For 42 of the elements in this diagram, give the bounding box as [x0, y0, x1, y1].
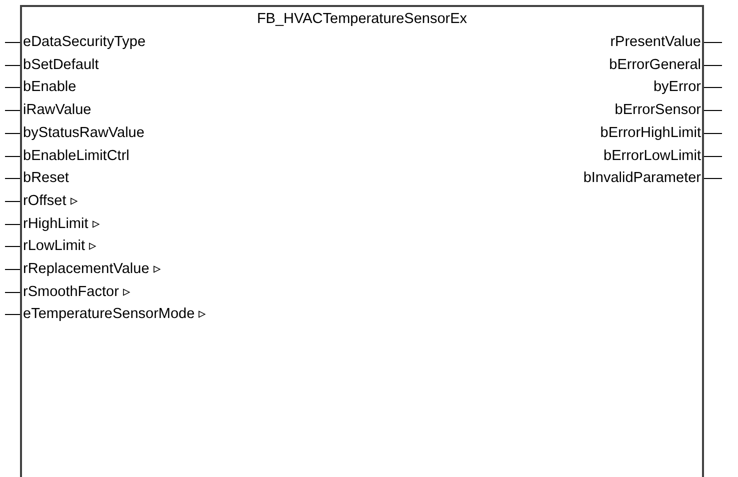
pin-line: [704, 110, 722, 111]
pin-line: [704, 178, 722, 179]
pin-label: byStatusRawValue: [22, 122, 144, 143]
pin-label: bEnable: [22, 77, 76, 98]
pin-line: [4, 269, 20, 270]
pin-line: [4, 314, 20, 315]
function-block: [20, 5, 704, 477]
pin-label: bErrorHighLimit: [600, 122, 702, 143]
pin-label: rReplacementValue ▹: [22, 259, 162, 279]
pin-label: bReset: [22, 168, 69, 188]
pin-label: byError: [653, 77, 702, 98]
pin-line: [4, 246, 20, 247]
pin-line: [4, 201, 20, 202]
pin-line: [4, 156, 20, 157]
pin-label: rSmoothFactor ▹: [22, 282, 131, 302]
pin-label: rHighLimit ▹: [22, 214, 100, 234]
pin-label: bErrorSensor: [614, 100, 702, 120]
pin-label: rPresentValue: [610, 32, 702, 52]
pin-line: [4, 133, 20, 134]
pin-label: bInvalidParameter: [583, 168, 702, 188]
pin-line: [4, 110, 20, 111]
pin-label: rLowLimit ▹: [22, 236, 98, 256]
pin-line: [4, 42, 20, 43]
pin-label: bErrorLowLimit: [604, 146, 702, 166]
block-title: FB_HVACTemperatureSensorEx: [256, 10, 468, 29]
pin-line: [4, 224, 20, 225]
pin-label: iRawValue: [22, 100, 92, 120]
pin-label: bErrorGeneral: [609, 54, 702, 75]
pin-line: [4, 87, 20, 88]
pin-label: eTemperatureSensorMode ▹: [22, 304, 207, 324]
pin-line: [704, 156, 722, 157]
pin-line: [4, 178, 20, 179]
pin-label: bEnableLimitCtrl: [22, 146, 130, 166]
pin-label: eDataSecurityType: [22, 32, 146, 52]
pin-line: [704, 87, 722, 88]
pin-line: [704, 42, 722, 43]
pin-label: rOffset ▹: [22, 190, 78, 211]
pin-line: [4, 65, 20, 66]
pin-line: [704, 133, 722, 134]
pin-line: [4, 292, 20, 293]
pin-label: bSetDefault: [22, 54, 99, 75]
pin-line: [704, 65, 722, 66]
